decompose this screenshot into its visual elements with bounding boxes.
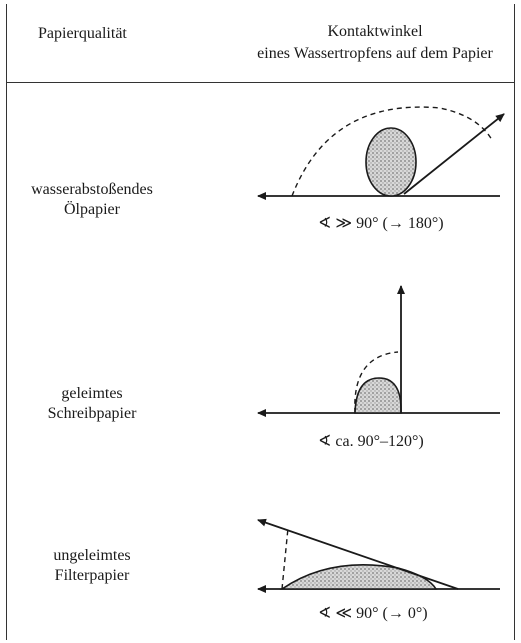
column-header-contact-angle-line1: Kontaktwinkel [327,23,423,40]
row-2-label-line1: geleimtes [61,385,123,402]
column-header-paper-quality: Papierqualität [38,25,127,42]
row-2-angle-caption: ∢ ca. 90°–120°) [318,433,424,450]
row-1-label-line1: wasserabstoßendes [31,181,153,198]
table-frame [6,4,515,640]
row-3-angle-caption: ∢ ≪ 90° (→ 0°) [318,605,428,622]
row-2-label-line2: Schreibpapier [47,405,137,422]
row-3-label-line2: Filterpapier [54,567,130,584]
row-1-angle-caption: ∢ ≫ 90° (→ 180°) [318,215,444,232]
column-header-contact-angle-line2: eines Wassertropfens auf dem Papier [257,45,493,62]
row-3-label-line1: ungeleimtes [53,547,131,564]
row-1-label-line2: Ölpapier [64,201,120,218]
header-divider [6,82,515,83]
